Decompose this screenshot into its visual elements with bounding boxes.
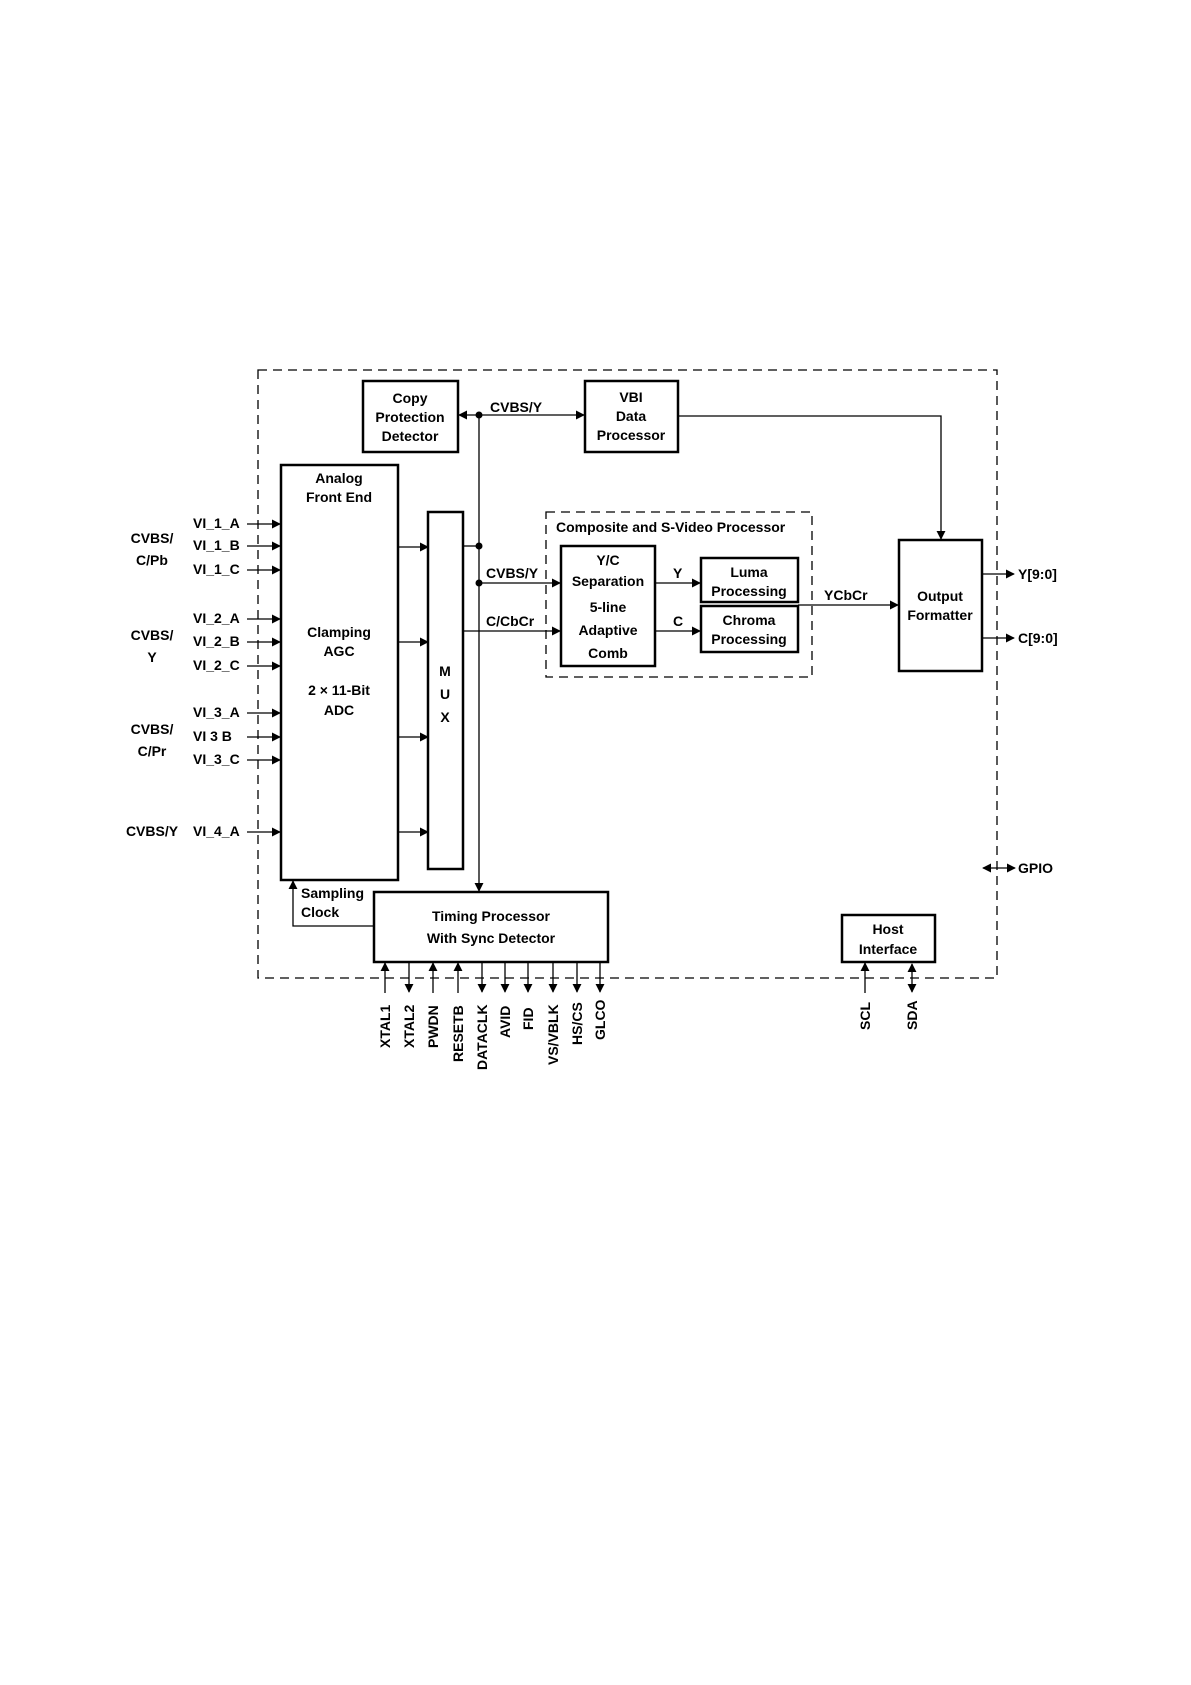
copy-protection-line-1: Copy xyxy=(393,390,428,406)
pin-vi-1-b: VI_1_B xyxy=(193,537,240,553)
chip-boundary xyxy=(257,369,998,979)
pin-scl: SCL xyxy=(857,1002,873,1030)
afe-title-1: Analog xyxy=(315,470,362,486)
output-formatter-block: Output Formatter xyxy=(897,538,984,673)
pin-fid: FID xyxy=(520,1007,536,1030)
pin-glco: GLCO xyxy=(592,999,608,1040)
pin-vi-3-a: VI_3_A xyxy=(193,704,240,720)
group-1-label-1: CVBS/ xyxy=(131,530,174,546)
afe-title-2: Front End xyxy=(306,489,372,505)
gpio-label: GPIO xyxy=(1018,860,1053,876)
chroma-processing-block: Chroma Processing xyxy=(699,604,800,654)
pin-vi-3-b: VI 3 B xyxy=(193,728,232,744)
pin-vsvblk: VS/VBLK xyxy=(545,1004,561,1065)
pin-vi-2-c: VI_2_C xyxy=(193,657,240,673)
pin-vi-1-a: VI_1_A xyxy=(193,515,240,531)
pin-vi-3-c: VI_3_C xyxy=(193,751,240,767)
mux-letter-u: U xyxy=(440,686,450,702)
timing-processor-block: Timing Processor With Sync Detector xyxy=(372,890,610,964)
mux-block: M U X xyxy=(426,510,465,871)
output-y-label: Y[9:0] xyxy=(1018,566,1057,582)
afe-adc: ADC xyxy=(324,702,354,718)
sampling-clock-line xyxy=(288,880,374,927)
luma-processing-block: Luma Processing xyxy=(699,556,800,604)
yc-separation-block: Y/C Separation 5-line Adaptive Comb xyxy=(559,544,657,668)
vbi-line-1: VBI xyxy=(619,389,642,405)
timing-line-2: With Sync Detector xyxy=(427,930,556,946)
signal-c-cbcr: C/CbCr xyxy=(486,613,535,629)
group-3-label-2: C/Pr xyxy=(138,743,167,759)
afe-agc: AGC xyxy=(323,643,354,659)
group-3-label-1: CVBS/ xyxy=(131,721,174,737)
vbi-processor-block: VBI Data Processor xyxy=(583,379,680,454)
pin-dataclk: DATACLK xyxy=(474,1004,490,1070)
pin-vi-4-a: VI_4_A xyxy=(193,823,240,839)
pin-pwdn: PWDN xyxy=(425,1005,441,1048)
input-groups: CVBS/ C/Pb VI_1_A VI_1_B VI_1_C CVBS/ Y … xyxy=(126,515,281,839)
composite-group-title: Composite and S-Video Processor xyxy=(556,519,786,535)
host-pins: SCL SDA xyxy=(857,962,920,1030)
pin-xtal1: XTAL1 xyxy=(377,1004,393,1048)
pin-resetb: RESETB xyxy=(450,1005,466,1062)
mux-letter-m: M xyxy=(439,663,451,679)
yc-line-3: 5-line xyxy=(590,599,627,615)
pin-xtal2: XTAL2 xyxy=(401,1004,417,1048)
chroma-line-1: Chroma xyxy=(723,612,776,628)
host-interface-block: Host Interface xyxy=(840,913,937,964)
vbi-line-2: Data xyxy=(616,408,647,424)
timing-line-1: Timing Processor xyxy=(432,908,551,924)
analog-front-end-block: Analog Front End Clamping AGC 2 × 11-Bit… xyxy=(279,463,400,882)
timing-pins: XTAL1 XTAL2 PWDN RESETB DATACLK AVID FID… xyxy=(377,962,608,1070)
vbi-line-3: Processor xyxy=(597,427,666,443)
afe-adc-bits: 2 × 11-Bit xyxy=(308,682,370,698)
luma-line-1: Luma xyxy=(730,564,768,580)
chroma-line-2: Processing xyxy=(711,631,786,647)
signal-ycbcr: YCbCr xyxy=(824,587,868,603)
pin-vi-2-b: VI_2_B xyxy=(193,633,240,649)
pin-sda: SDA xyxy=(904,1000,920,1030)
copy-protection-block: Copy Protection Detector xyxy=(361,379,460,454)
yc-line-2: Separation xyxy=(572,573,644,589)
pin-hscs: HS/CS xyxy=(569,1002,585,1045)
pin-vi-1-c: VI_1_C xyxy=(193,561,240,577)
group-1-label-2: C/Pb xyxy=(136,552,168,568)
yc-line-4: Adaptive xyxy=(578,622,637,638)
mux-letter-x: X xyxy=(440,709,450,725)
pin-vi-2-a: VI_2_A xyxy=(193,610,240,626)
sampling-clock-line-1: Sampling xyxy=(301,885,364,901)
group-2-label-2: Y xyxy=(147,649,157,665)
pin-avid: AVID xyxy=(497,1006,513,1038)
yc-line-5: Comb xyxy=(588,645,628,661)
signal-c: C xyxy=(673,613,683,629)
sampling-clock-line-2: Clock xyxy=(301,904,339,920)
group-2-label-1: CVBS/ xyxy=(131,627,174,643)
signal-cvbs-y-mid: CVBS/Y xyxy=(486,565,539,581)
yc-line-1: Y/C xyxy=(596,552,619,568)
vbi-to-formatter xyxy=(678,415,946,540)
signal-cvbs-y-top: CVBS/Y xyxy=(490,399,543,415)
composite-group-boundary xyxy=(545,511,813,678)
output-formatter-line-2: Formatter xyxy=(907,607,973,623)
luma-line-2: Processing xyxy=(711,583,786,599)
host-line-2: Interface xyxy=(859,941,918,957)
copy-protection-line-3: Detector xyxy=(382,428,439,444)
host-line-1: Host xyxy=(872,921,903,937)
afe-clamping: Clamping xyxy=(307,624,371,640)
group-4-label-1: CVBS/Y xyxy=(126,823,179,839)
output-formatter-line-1: Output xyxy=(917,588,963,604)
signal-y: Y xyxy=(673,565,683,581)
copy-protection-line-2: Protection xyxy=(375,409,444,425)
output-c-label: C[9:0] xyxy=(1018,630,1058,646)
